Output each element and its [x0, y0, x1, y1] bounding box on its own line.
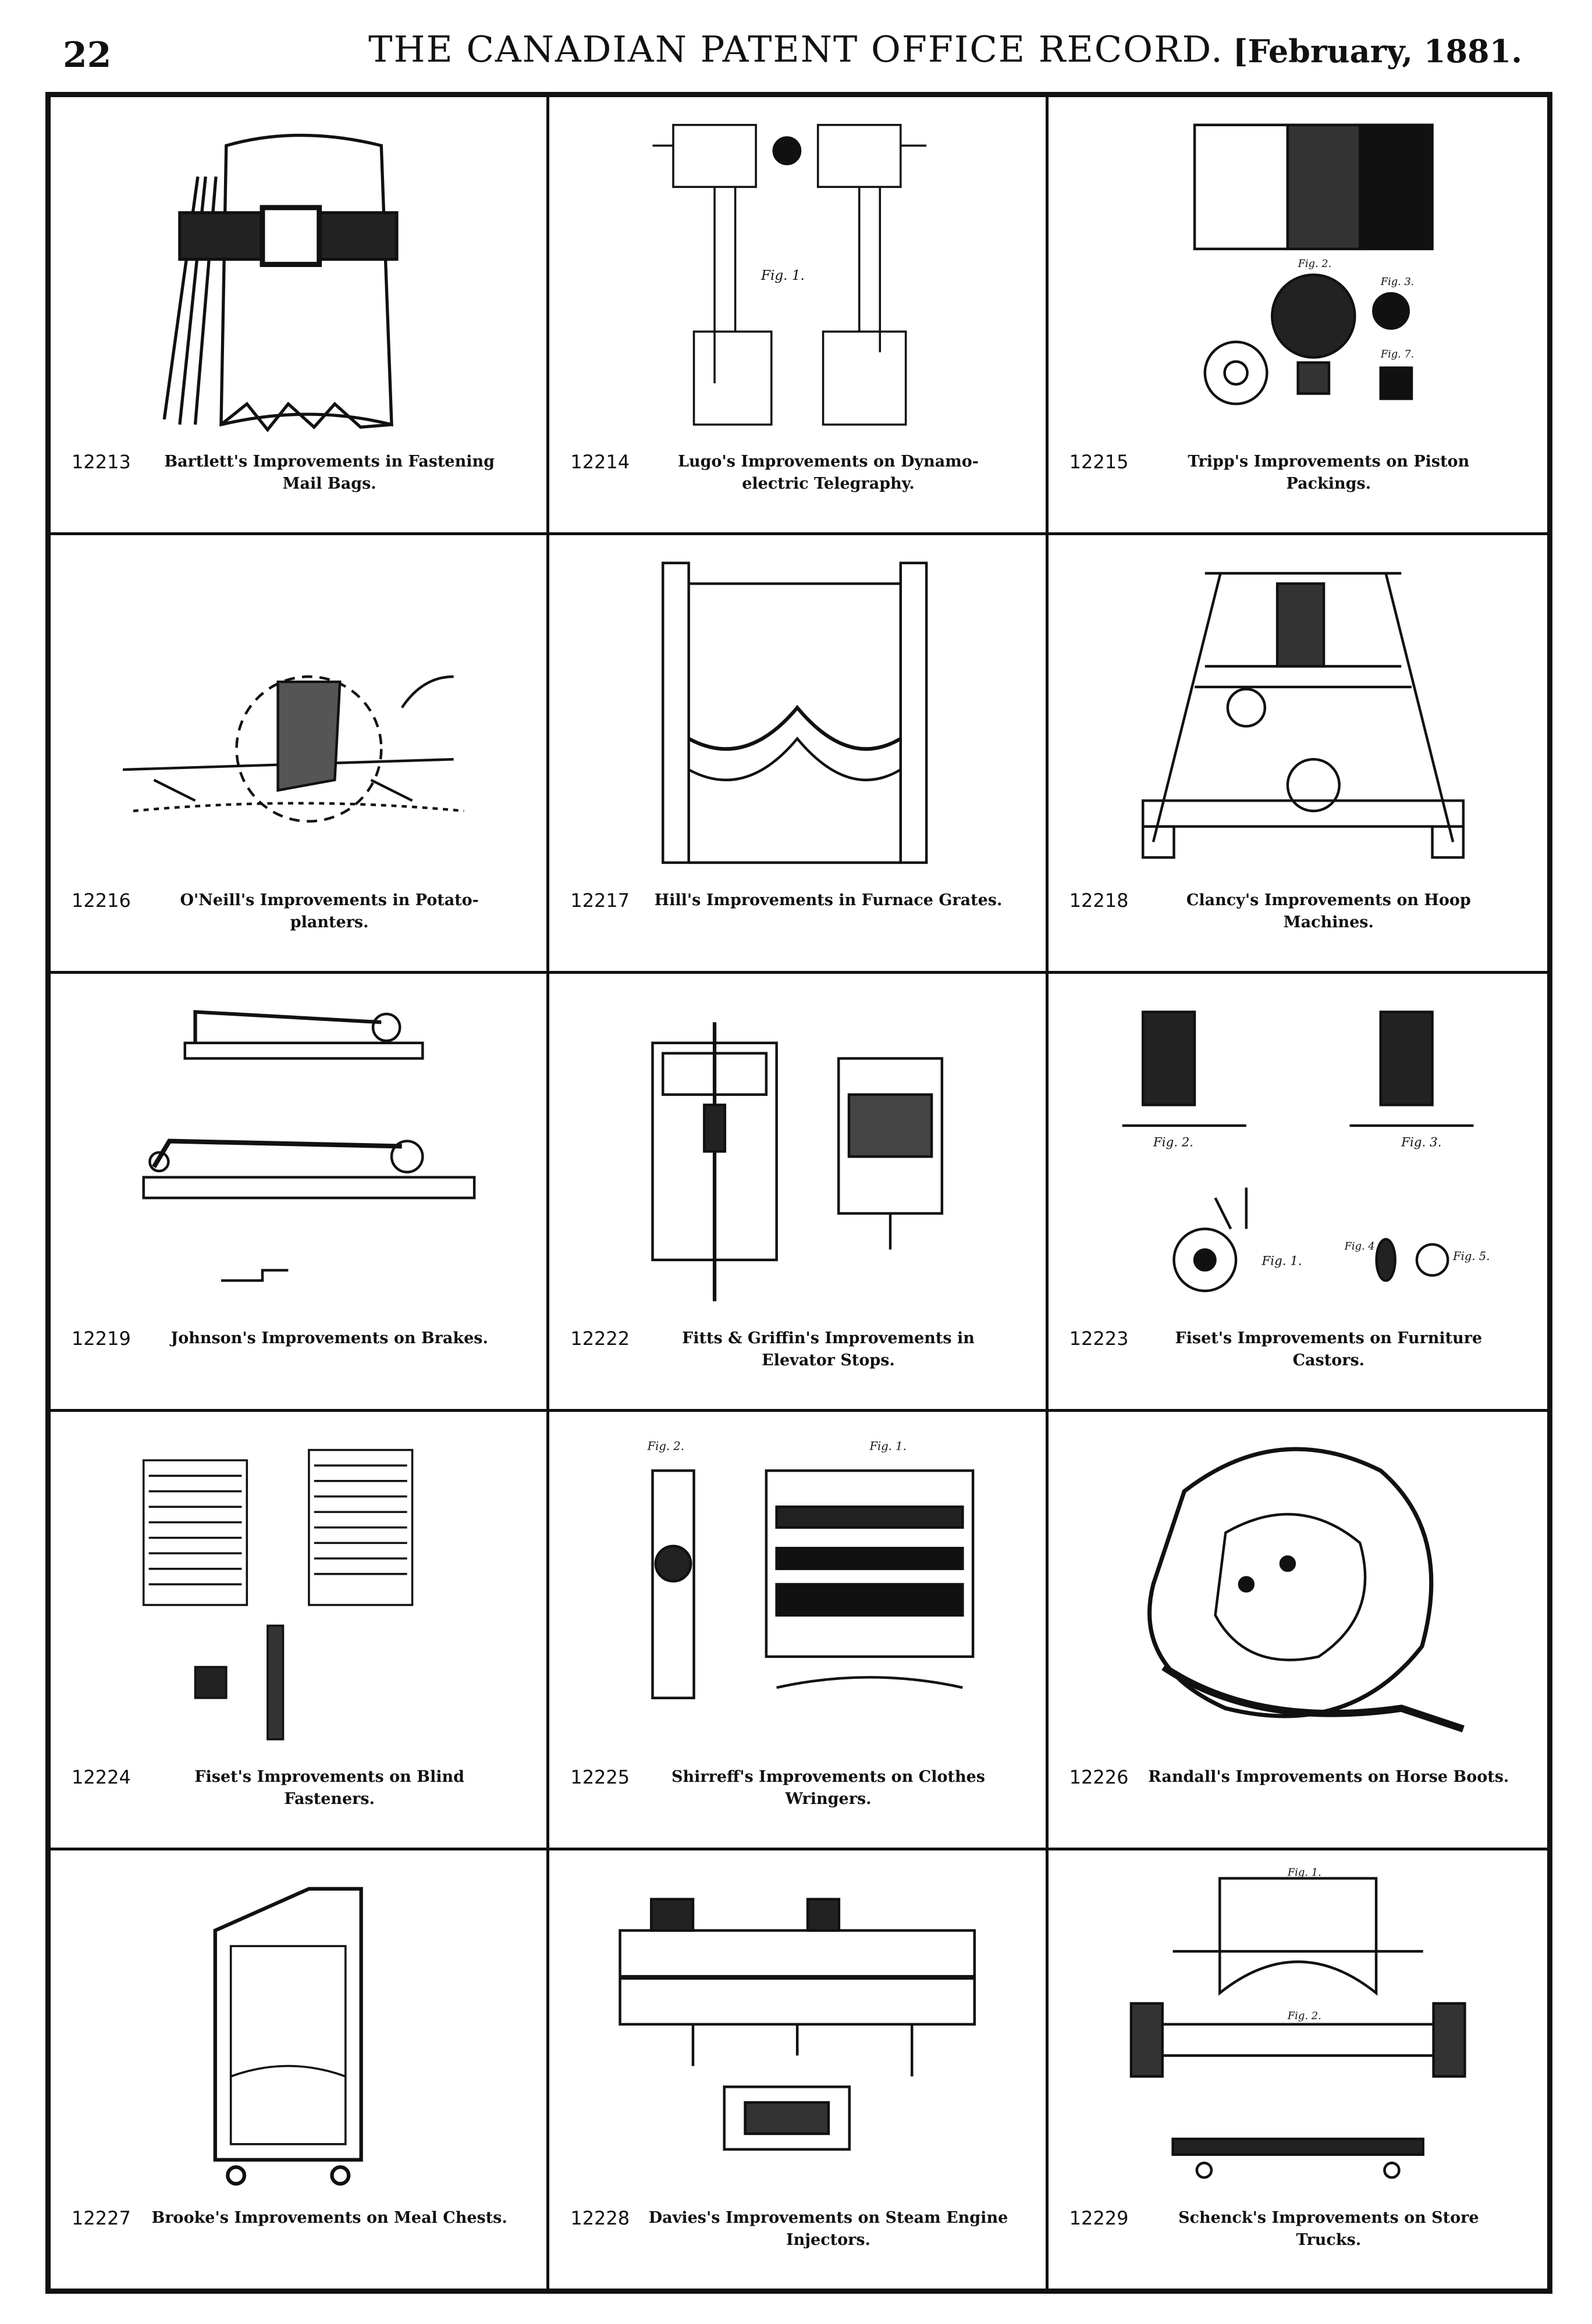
patent-title: Davies's Improvements on Steam Engine In…	[648, 2209, 1008, 2249]
steam-injector-drawing	[573, 1868, 1022, 2201]
patent-number: 12217	[570, 889, 630, 912]
patent-number: 12215	[1069, 451, 1129, 474]
figure-label: Fig. 1.	[1261, 1254, 1302, 1268]
figure-label: Fig. 1.	[1287, 1868, 1321, 1878]
figure-label: Fig. 2.	[1153, 1135, 1193, 1149]
patent-title: Johnson's Improvements on Brakes.	[170, 1329, 488, 1348]
issue-date: [February, 1881.	[1232, 33, 1522, 70]
patent-caption: 12225 Shirreff's Improvements on Clothes…	[570, 1766, 1028, 1830]
patent-title: Fiset's Improvements on Furniture Castor…	[1175, 1329, 1483, 1370]
patent-caption: 12219 Johnson's Improvements on Brakes.	[72, 1328, 529, 1391]
clothes-wringer-drawing: Fig. 2. Fig. 1.	[573, 1429, 1022, 1760]
patent-title: Randall's Improvements on Horse Boots.	[1148, 1767, 1509, 1786]
patent-plate-frame: 12213 Bartlett's Improvements in Fasteni…	[45, 92, 1552, 2294]
patent-title: Schenck's Improvements on Store Trucks.	[1178, 2209, 1479, 2249]
figure-label: Fig. 3.	[1380, 276, 1414, 288]
patent-caption: 12226 Randall's Improvements on Horse Bo…	[1069, 1766, 1530, 1830]
patent-number: 12224	[72, 1766, 131, 1788]
furniture-castor-drawing: Fig. 2. Fig. 3. Fig. 1. Fig. 4 Fig. 5.	[1072, 991, 1524, 1322]
patent-number: 12228	[570, 2207, 630, 2229]
patent-title: O'Neill's Improvements in Potato-planter…	[180, 891, 479, 931]
patent-title: Bartlett's Improvements in Fastening Mai…	[164, 453, 495, 493]
figure-label: Fig. 3.	[1401, 1135, 1441, 1149]
brake-drawing	[74, 991, 523, 1322]
patent-title: Tripp's Improvements on Piston Packings.	[1188, 453, 1470, 493]
journal-title: THE CANADIAN PATENT OFFICE RECORD.	[368, 28, 1224, 70]
patent-cell-12215: Fig. 2. Fig. 3. Fig. 7. 12215 Tripp's Im…	[1048, 97, 1547, 536]
piston-packing-drawing: Fig. 2. Fig. 3. Fig. 7.	[1072, 115, 1524, 445]
patent-number: 12229	[1069, 2207, 1129, 2229]
patent-caption: 12214 Lugo's Improvements on Dynamo-elec…	[570, 451, 1028, 515]
patent-caption: 12218 Clancy's Improvements on Hoop Mach…	[1069, 889, 1530, 953]
patent-cell-12214: Fig. 1. 12214 Lugo's Improvements on Dyn…	[549, 97, 1049, 536]
patent-cell-12222: 12222 Fitts & Griffin's Improvements in …	[549, 973, 1049, 1412]
telegraph-circuit-drawing: Fig. 1.	[573, 115, 1022, 445]
patent-number: 12219	[72, 1328, 131, 1350]
patent-cell-12219: 12219 Johnson's Improvements on Brakes.	[51, 973, 550, 1412]
mail-bag-fastener-drawing	[74, 115, 523, 445]
patent-caption: 12227 Brooke's Improvements on Meal Ches…	[72, 2207, 529, 2271]
patent-cell-12229: Fig. 1. Fig. 2. 12229 Schenck's Improvem…	[1049, 1850, 1547, 2289]
patent-cell-12218: 12218 Clancy's Improvements on Hoop Mach…	[1048, 535, 1547, 974]
figure-label: Fig. 2.	[647, 1440, 684, 1453]
patent-caption: 12223 Fiset's Improvements on Furniture …	[1069, 1328, 1530, 1391]
patent-cell-12227: 12227 Brooke's Improvements on Meal Ches…	[51, 1850, 550, 2289]
patent-cell-12226: 12226 Randall's Improvements on Horse Bo…	[1048, 1412, 1547, 1850]
patent-cell-12224: 12224 Fiset's Improvements on Blind Fast…	[51, 1412, 550, 1850]
patent-cell-12216: 12216 O'Neill's Improvements in Potato-p…	[51, 535, 550, 974]
hoop-machine-drawing	[1072, 553, 1524, 883]
store-truck-drawing: Fig. 1. Fig. 2.	[1072, 1868, 1524, 2201]
figure-label: Fig. 2.	[1297, 258, 1331, 270]
horse-boot-drawing	[1072, 1429, 1524, 1760]
figure-label: Fig. 4	[1344, 1241, 1374, 1252]
patent-number: 12225	[570, 1766, 630, 1788]
patent-number: 12222	[570, 1328, 630, 1350]
patent-number: 12216	[72, 889, 131, 912]
patent-number: 12218	[1069, 889, 1129, 912]
patent-title: Brooke's Improvements on Meal Chests.	[151, 2209, 507, 2227]
patent-caption: 12229 Schenck's Improvements on Store Tr…	[1069, 2207, 1530, 2271]
patent-number: 12227	[72, 2207, 131, 2229]
patent-title: Hill's Improvements in Furnace Grates.	[654, 891, 1003, 909]
page-number: 22	[63, 35, 112, 76]
blind-fastener-drawing	[74, 1429, 523, 1760]
patent-grid: 12213 Bartlett's Improvements in Fasteni…	[51, 97, 1547, 2289]
page-header: 22 THE CANADIAN PATENT OFFICE RECORD. [F…	[0, 23, 1592, 87]
potato-planter-drawing	[74, 553, 523, 883]
figure-label: Fig. 1.	[869, 1440, 907, 1453]
figure-label: Fig. 7.	[1380, 348, 1414, 360]
furnace-grate-drawing	[573, 553, 1022, 883]
figure-label: Fig. 5.	[1452, 1250, 1490, 1263]
patent-title: Fitts & Griffin's Improvements in Elevat…	[682, 1329, 975, 1370]
patent-caption: 12217 Hill's Improvements in Furnace Gra…	[570, 889, 1028, 953]
patent-caption: 12222 Fitts & Griffin's Improvements in …	[570, 1328, 1028, 1391]
patent-caption: 12216 O'Neill's Improvements in Potato-p…	[72, 889, 529, 953]
patent-cell-12217: 12217 Hill's Improvements in Furnace Gra…	[549, 535, 1049, 974]
figure-label: Fig. 2.	[1287, 2009, 1321, 2022]
patent-number: 12223	[1069, 1328, 1129, 1350]
patent-cell-12225: Fig. 2. Fig. 1. 12225 Shirreff's Improve…	[549, 1412, 1049, 1850]
patent-caption: 12224 Fiset's Improvements on Blind Fast…	[72, 1766, 529, 1830]
meal-chest-drawing	[74, 1868, 523, 2201]
elevator-stop-drawing	[573, 991, 1022, 1322]
patent-caption: 12228 Davies's Improvements on Steam Eng…	[570, 2207, 1028, 2271]
patent-caption: 12215 Tripp's Improvements on Piston Pac…	[1069, 451, 1530, 515]
patent-number: 12213	[72, 451, 131, 474]
patent-title: Lugo's Improvements on Dynamo-electric T…	[677, 453, 979, 493]
patent-caption: 12213 Bartlett's Improvements in Fasteni…	[72, 451, 529, 515]
patent-title: Fiset's Improvements on Blind Fasteners.	[194, 1767, 464, 1808]
patent-number: 12226	[1069, 1766, 1129, 1788]
patent-title: Shirreff's Improvements on Clothes Wring…	[671, 1767, 985, 1808]
patent-number: 12214	[570, 451, 630, 474]
patent-cell-12223: Fig. 2. Fig. 3. Fig. 1. Fig. 4 Fig. 5. 1…	[1048, 974, 1547, 1412]
patent-title: Clancy's Improvements on Hoop Machines.	[1186, 891, 1471, 931]
patent-cell-12228: 12228 Davies's Improvements on Steam Eng…	[549, 1850, 1049, 2289]
figure-label: Fig. 1.	[761, 268, 805, 283]
patent-cell-12213: 12213 Bartlett's Improvements in Fasteni…	[51, 97, 550, 536]
